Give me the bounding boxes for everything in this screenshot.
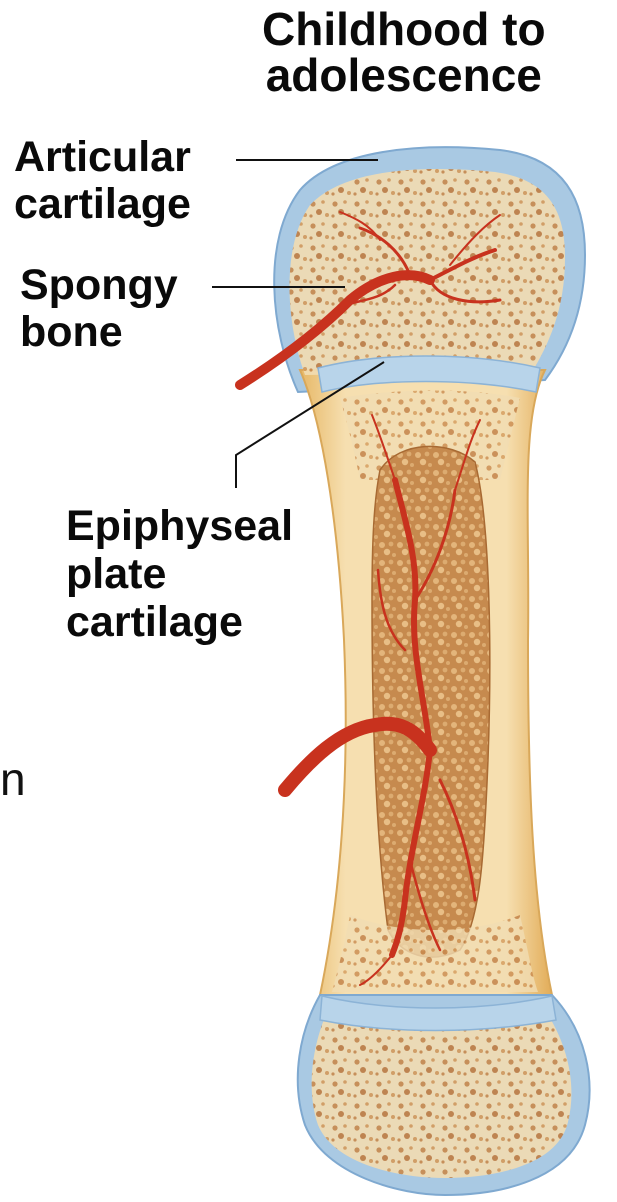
upper-epiphysis: [289, 169, 565, 375]
label-epi-line-2: plate: [66, 550, 293, 598]
title-line-2: adolescence: [262, 52, 546, 98]
label-epiphyseal-plate-cartilage: Epiphyseal plate cartilage: [66, 502, 293, 646]
label-spongy-line-2: bone: [20, 309, 178, 356]
label-articular-line-2: cartilage: [14, 181, 191, 228]
label-spongy-bone: Spongy bone: [20, 262, 178, 357]
cut-off-text-fragment: n: [0, 752, 26, 806]
label-spongy-line-1: Spongy: [20, 262, 178, 309]
label-epi-line-3: cartilage: [66, 598, 293, 646]
label-articular-line-1: Articular: [14, 134, 191, 181]
label-epi-line-1: Epiphyseal: [66, 502, 293, 550]
lower-epiphysis: [312, 1010, 572, 1178]
title-line-1: Childhood to: [262, 6, 546, 52]
diagram-title: Childhood to adolescence: [262, 6, 546, 98]
label-articular-cartilage: Articular cartilage: [14, 134, 191, 229]
